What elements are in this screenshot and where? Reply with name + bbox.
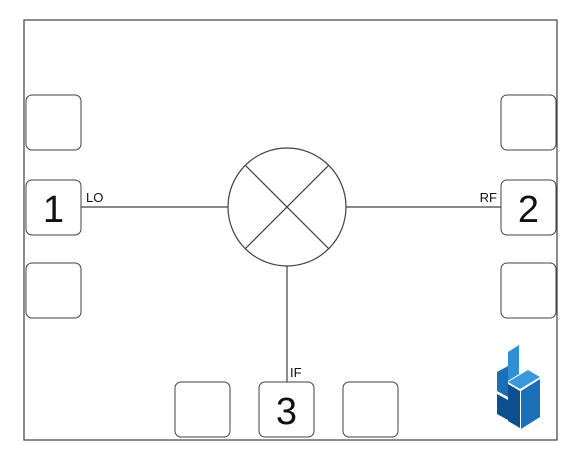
pin-2-number: 2 (518, 189, 539, 231)
pin-2-label: RF (480, 190, 497, 205)
pad-bottom-right (342, 381, 399, 438)
logo-block (521, 379, 540, 429)
pad-right-bottom (500, 262, 557, 319)
manufacturer-logo (497, 345, 540, 429)
logo-block (497, 366, 508, 397)
pin-1-label: LO (86, 190, 103, 205)
pad-right-top (500, 94, 557, 151)
pin-1-number: 1 (43, 189, 64, 231)
mixer-symbol (227, 147, 347, 267)
pad-left-bottom (25, 262, 82, 319)
pin-3-label: IF (290, 365, 302, 380)
mixer-circle (227, 147, 347, 267)
logo-block (508, 384, 520, 428)
logo-block (508, 370, 540, 389)
pad-bottom-left (174, 381, 231, 438)
pin-3-number: 3 (276, 391, 297, 433)
mixer-cross-line (244, 164, 330, 250)
logo-block (508, 345, 519, 381)
package-outline (23, 19, 558, 441)
pad-left-top (25, 94, 82, 151)
logo-block (497, 394, 508, 420)
